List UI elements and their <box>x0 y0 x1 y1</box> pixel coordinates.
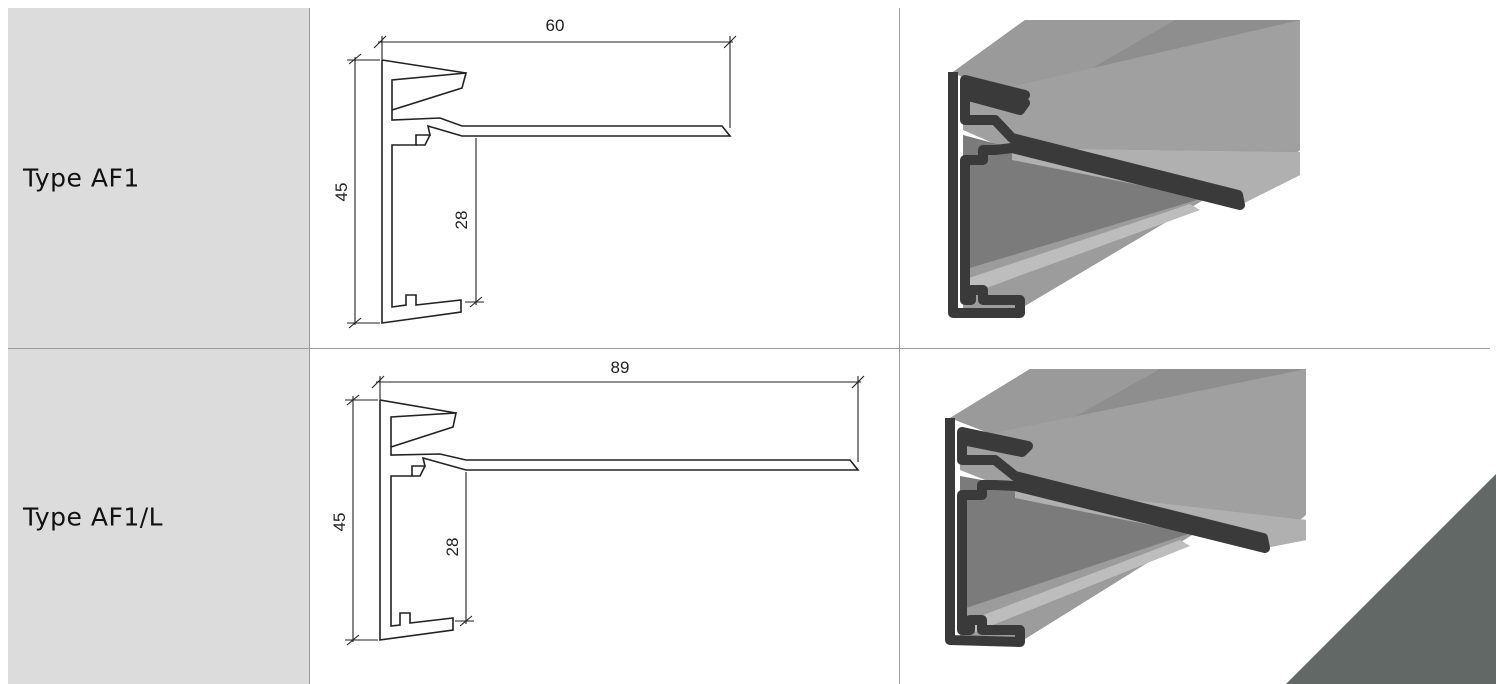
dimension-width-label: 89 <box>611 358 630 377</box>
dimension-inner-label: 28 <box>443 538 462 557</box>
row-divider <box>8 348 1490 349</box>
table-row: Type AF1 <box>8 8 1490 348</box>
dimension-height-label: 45 <box>330 513 349 532</box>
table-row: Type AF1/L <box>8 349 1490 684</box>
dimension-inner-label: 28 <box>452 211 471 230</box>
dimension-height-label: 45 <box>332 183 351 202</box>
type-label-cell: Type AF1 <box>8 8 309 348</box>
profile-3d-render <box>948 20 1300 318</box>
dimension-width-label: 60 <box>546 16 565 35</box>
type-label-cell: Type AF1/L <box>8 349 309 684</box>
column-divider <box>309 8 310 684</box>
corner-accent-triangle <box>1286 474 1496 684</box>
profile-section-drawing <box>379 399 860 641</box>
dimension-lines <box>347 35 737 329</box>
profile-3d-render <box>945 369 1306 647</box>
dimension-lines <box>345 375 865 646</box>
column-divider <box>899 8 900 684</box>
type-label: Type AF1 <box>23 163 140 193</box>
profile-section-drawing <box>381 59 732 324</box>
type-label: Type AF1/L <box>23 502 164 531</box>
